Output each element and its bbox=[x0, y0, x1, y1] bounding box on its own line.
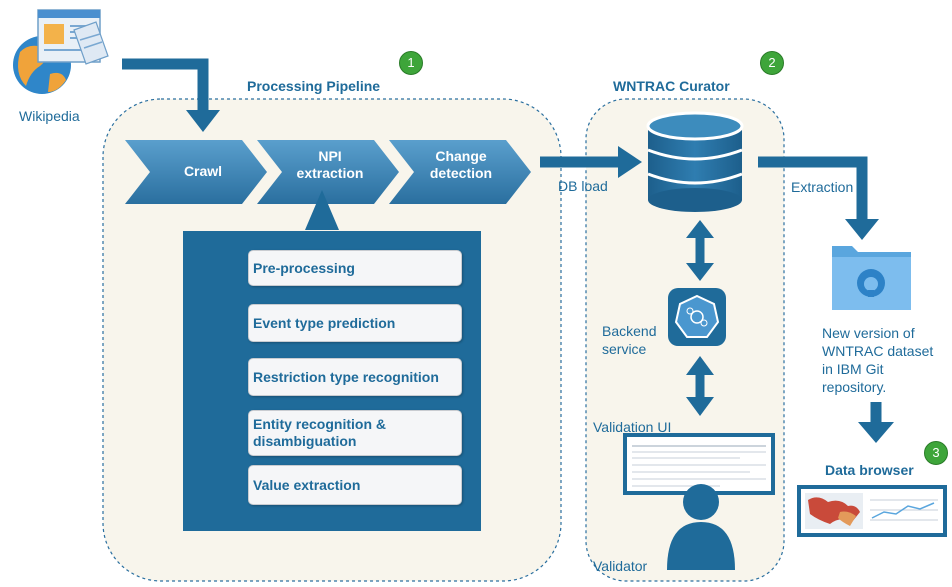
person-icon bbox=[667, 484, 735, 570]
step-change-detection: Change detection bbox=[429, 148, 493, 181]
extraction-arrow bbox=[758, 156, 879, 240]
curator-title: WNTRAC Curator bbox=[613, 78, 730, 94]
data-browser-badge: 3 bbox=[924, 441, 948, 465]
chevron-change bbox=[389, 140, 531, 204]
github-folder-icon bbox=[832, 246, 911, 310]
output-description: New version of WNTRAC dataset in IBM Git… bbox=[822, 325, 934, 395]
chevron-crawl bbox=[125, 140, 267, 204]
backend-ui-arrow bbox=[686, 356, 714, 416]
step-crawl: Crawl bbox=[183, 163, 223, 179]
db-load-label: DB load bbox=[558, 178, 608, 194]
data-browser-label: Data browser bbox=[825, 462, 914, 478]
data-browser-screenshot bbox=[797, 485, 947, 537]
substep-restriction-type-recognition: Restriction type recognition bbox=[248, 358, 462, 396]
validator-label: Validator bbox=[593, 558, 648, 574]
substep-pre-processing: Pre-processing bbox=[248, 250, 462, 286]
pipeline-chevrons bbox=[125, 140, 531, 204]
pipeline-title: Processing Pipeline bbox=[247, 78, 381, 94]
db-backend-arrow bbox=[686, 220, 714, 281]
chevron-npi bbox=[257, 140, 399, 204]
substep-event-type-prediction: Event type prediction bbox=[248, 304, 462, 342]
source-label: Wikipedia bbox=[19, 108, 80, 124]
source-to-pipeline-arrow bbox=[122, 58, 220, 132]
wikipedia-globe-icon bbox=[13, 9, 109, 94]
validation-ui-label: Validation UI bbox=[593, 419, 672, 435]
backend-service-label: Backend service bbox=[602, 323, 657, 357]
pipeline-badge: 1 bbox=[399, 51, 423, 75]
kubernetes-api-icon bbox=[668, 288, 726, 346]
data-browser-arrow bbox=[858, 402, 894, 443]
substep-value-extraction: Value extraction bbox=[248, 465, 462, 505]
step-npi-extraction: NPI extraction bbox=[296, 148, 364, 181]
curator-badge: 2 bbox=[760, 51, 784, 75]
extraction-label: Extraction bbox=[791, 179, 854, 195]
validation-ui-screenshot bbox=[623, 433, 775, 495]
substep-entity-recognition: Entity recognition & disambiguation bbox=[248, 410, 462, 456]
database-icon bbox=[646, 111, 744, 212]
db-load-arrow bbox=[540, 146, 642, 178]
